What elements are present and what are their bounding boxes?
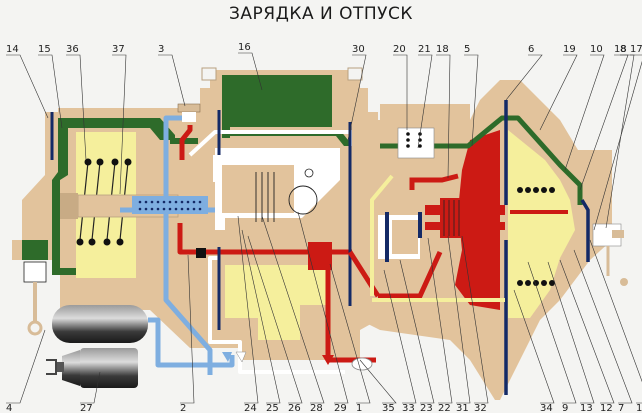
top-label-3: 3	[158, 44, 164, 55]
bottom-leader-7	[573, 249, 633, 404]
brake-cylinder-27	[46, 348, 138, 388]
bottom-leader-31	[447, 235, 471, 404]
bottom-leader-35	[359, 359, 397, 404]
red-valve-block	[308, 242, 332, 270]
bottom-leader-29	[297, 211, 349, 404]
top-label-17: 17	[630, 44, 642, 55]
bottom-leader-24	[237, 215, 259, 404]
bottom-label-7: 7	[618, 403, 624, 413]
top-label-21: 21	[418, 44, 431, 55]
bottom-label-34: 34	[540, 403, 553, 413]
top-label-18: 18	[614, 44, 627, 55]
top-leader-20	[393, 54, 408, 130]
top-label-20: 20	[393, 44, 406, 55]
bottom-label-35: 35	[382, 403, 395, 413]
bottom-leader-9	[527, 261, 577, 404]
green-channel-left	[52, 118, 175, 275]
bottom-callout-labels: 4 27 2 24 25 26 28 29 1 35 33 23 22 31 32 34 9 13 12 7 11	[6, 403, 642, 413]
bottom-leader-33	[383, 269, 417, 404]
bottom-leader-1	[329, 263, 371, 404]
green-channel-right	[380, 115, 583, 205]
top-label-30: 30	[352, 44, 365, 55]
bottom-leader-11	[589, 239, 642, 404]
top-leader-37	[112, 54, 127, 195]
bottom-leader-32	[461, 235, 489, 404]
bottom-leader-2	[180, 254, 195, 404]
bottom-leader-13	[547, 261, 595, 404]
bottom-label-4: 4	[6, 403, 12, 413]
bottom-label-22: 22	[438, 403, 451, 413]
top-leader-6	[505, 54, 543, 101]
top-label-5: 5	[464, 44, 470, 55]
bottom-leader-12	[559, 259, 615, 404]
top-label-14: 14	[6, 44, 19, 55]
bottom-leader-27	[80, 371, 101, 404]
top-leader-36	[66, 54, 87, 161]
bottom-label-13: 13	[580, 403, 593, 413]
bottom-label-28: 28	[310, 403, 323, 413]
auxiliary-reservoir-4	[52, 305, 148, 343]
bottom-leader-23	[399, 259, 435, 404]
top-leader-30	[347, 54, 367, 141]
right-yellow-chamber	[508, 130, 575, 318]
top-leader-5	[464, 54, 479, 147]
bottom-leader-25	[241, 229, 281, 404]
valve-20-21	[397, 127, 435, 159]
top-label-18: 18	[436, 44, 449, 55]
top-label-19: 19	[563, 44, 576, 55]
bottom-label-26: 26	[288, 403, 301, 413]
bottom-label-1: 1	[356, 403, 362, 413]
bottom-label-23: 23	[420, 403, 433, 413]
bottom-label-32: 32	[474, 403, 487, 413]
reservoir-16	[222, 75, 332, 127]
bottom-label-24: 24	[244, 403, 257, 413]
top-label-10: 10	[590, 44, 603, 55]
bottom-leader-22	[427, 237, 453, 404]
top-leader-19	[539, 54, 578, 131]
bottom-leader-4	[6, 329, 46, 404]
bottom-leader-34	[513, 289, 555, 404]
bottom-label-12: 12	[600, 403, 613, 413]
top-leader-16	[238, 52, 263, 91]
bottom-label-2: 2	[180, 403, 186, 413]
bottom-label-27: 27	[80, 403, 93, 413]
top-leader-3	[158, 54, 186, 107]
top-leader-15	[38, 54, 63, 129]
bottom-label-33: 33	[402, 403, 415, 413]
top-label-36: 36	[66, 44, 79, 55]
top-label-37: 37	[112, 44, 125, 55]
bottom-label-9: 9	[562, 403, 568, 413]
top-label-16: 16	[238, 42, 251, 53]
top-label-6: 6	[528, 44, 534, 55]
bottom-label-29: 29	[334, 403, 347, 413]
plug-3	[177, 103, 201, 113]
top-leader-21	[417, 54, 433, 149]
bottom-leader-28	[261, 215, 325, 404]
top-leader-17	[593, 54, 642, 231]
bottom-leader-26	[247, 235, 303, 404]
bottom-label-25: 25	[266, 403, 279, 413]
bottom-label-31: 31	[456, 403, 469, 413]
top-leader-8	[605, 54, 635, 229]
middle-yellow-chamber	[225, 265, 330, 340]
top-label-8: 8	[620, 44, 626, 55]
diagram-title: ЗАРЯДКА И ОТПУСК	[229, 4, 413, 24]
top-leader-10	[564, 54, 605, 171]
top-leader-14	[6, 54, 49, 119]
top-label-15: 15	[38, 44, 51, 55]
top-leader-18	[436, 54, 451, 179]
bottom-label-11: 11	[636, 403, 642, 413]
leader-lines	[6, 52, 642, 404]
